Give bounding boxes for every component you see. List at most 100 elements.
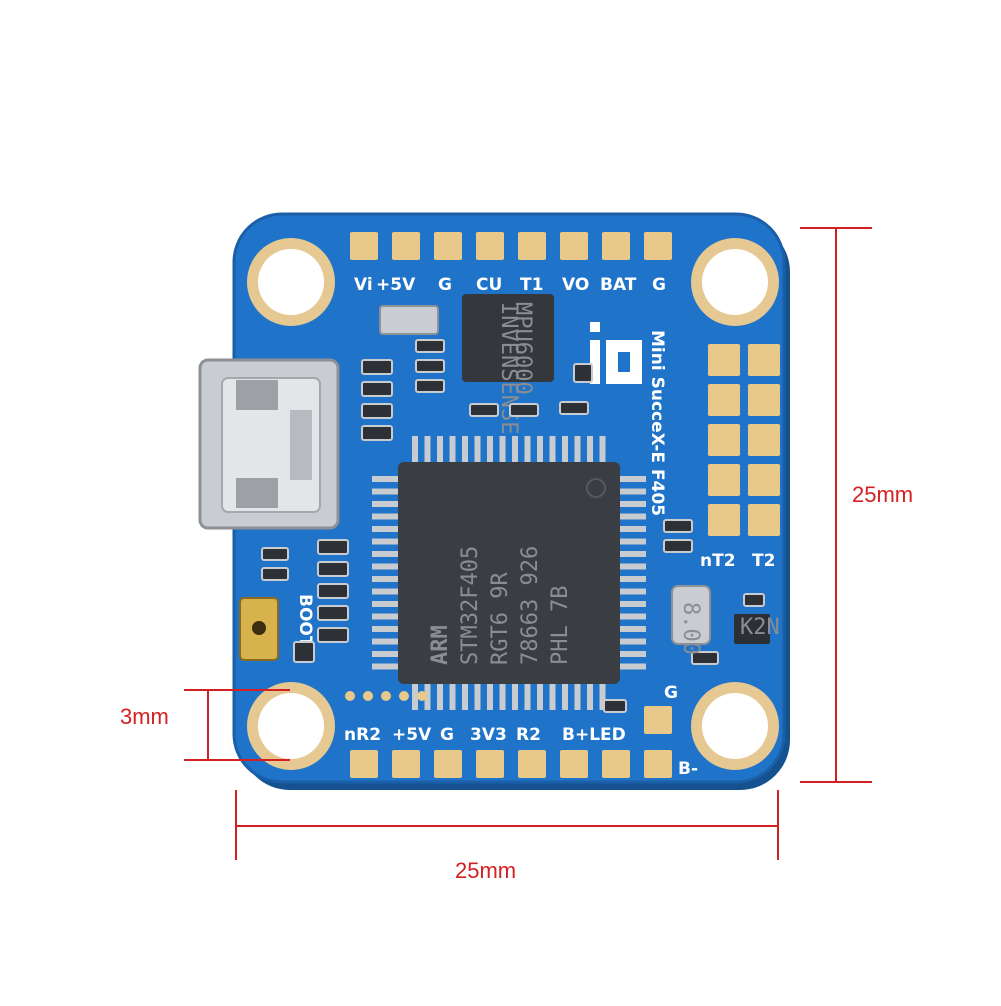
top-pad: [560, 232, 588, 260]
right-solder-pads: [708, 344, 780, 536]
bottom-pad: [476, 750, 504, 778]
mcu-pin: [512, 682, 518, 710]
top-label: G: [652, 275, 666, 295]
mcu-pin: [487, 682, 493, 710]
smd-components: [261, 339, 765, 713]
mcu-pin: [549, 682, 556, 710]
mcu-pin: [499, 682, 506, 710]
smd-part: [559, 401, 589, 415]
top-label: Vi: [354, 275, 373, 295]
mcu-pin: [562, 436, 568, 464]
right-pad: [748, 504, 780, 536]
right-pad: [708, 384, 740, 416]
ground-pad: [644, 706, 672, 734]
mcu-pin: [372, 601, 400, 607]
mcu-pin: [424, 682, 431, 710]
transistor: [734, 614, 770, 644]
smd-part: [317, 583, 349, 599]
smd-part: [415, 379, 445, 393]
mcu-pin: [618, 526, 646, 532]
gyro-chip: [462, 294, 554, 382]
test-pad: [381, 691, 391, 701]
gyro-marking-line: MPU6000: [510, 302, 535, 395]
mcu-marking-line: 78663 926: [518, 546, 543, 665]
label-g-corner: G: [664, 683, 678, 703]
right-pad: [748, 384, 780, 416]
bottom-label: G: [440, 725, 454, 745]
mcu-pin: [412, 436, 418, 464]
smd-part: [691, 651, 719, 665]
smd-part: [317, 605, 349, 621]
top-pad: [476, 232, 504, 260]
smd-part: [261, 547, 289, 561]
test-pad: [417, 691, 427, 701]
mcu-pin: [618, 626, 646, 632]
smd-part: [743, 593, 765, 607]
mcu-pin: [372, 476, 400, 482]
top-pad: [350, 232, 378, 260]
mcu-pin: [599, 682, 606, 710]
right-pad: [708, 344, 740, 376]
mcu-pin: [372, 663, 400, 670]
mcu-marking-line: RGT6 9R: [488, 572, 513, 665]
bottom-label: 3V3: [470, 725, 507, 745]
transistor-label: K2N: [740, 615, 780, 640]
bottom-label: B+LED: [562, 725, 626, 745]
mcu-pin: [587, 436, 593, 464]
mcu-pin: [372, 563, 400, 570]
test-pad: [345, 691, 355, 701]
usb-connector: [198, 358, 340, 530]
mcu-pin: [424, 436, 431, 464]
width-dimension-label: 25mm: [455, 858, 517, 883]
board-name-label: Mini SucceX-E F405: [647, 330, 667, 516]
mcu-marking-line: PHL 7B: [548, 586, 573, 665]
mcu-pin: [574, 682, 581, 710]
top-pad: [518, 232, 546, 260]
top-label: +5V: [376, 275, 416, 295]
mcu-chip: [372, 436, 646, 710]
mcu-pin: [618, 476, 646, 482]
smd-part: [361, 381, 393, 397]
mcu-pin: [412, 682, 418, 710]
mcu-pin: [618, 576, 646, 582]
label-nt2: nT2: [700, 551, 736, 571]
mcu-pin: [372, 501, 400, 507]
right-pad: [748, 344, 780, 376]
mcu-pin: [549, 436, 556, 464]
label-t2: T2: [752, 551, 775, 571]
bottom-pad: [602, 750, 630, 778]
mcu-pin: [618, 601, 646, 607]
mcu-pin: [499, 436, 506, 464]
mcu-pin: [618, 488, 646, 495]
bottom-label: R2: [516, 725, 541, 745]
mcu-pin: [574, 436, 581, 464]
smd-part: [509, 403, 539, 417]
smd-part: [603, 699, 627, 713]
mcu-pin: [372, 513, 400, 520]
mcu-pin: [487, 436, 493, 464]
mcu-pin: [437, 682, 443, 710]
bottom-solder-pads: [350, 706, 672, 778]
smd-part: [663, 539, 693, 553]
top-pad: [644, 232, 672, 260]
dimension-lines: [184, 227, 872, 860]
mcu-pin: [372, 538, 400, 545]
mcu-pin: [372, 651, 400, 657]
mcu-pin: [524, 682, 531, 710]
smd-part: [317, 627, 349, 643]
smd-part: [317, 561, 349, 577]
top-pad: [434, 232, 462, 260]
smd-part: [361, 359, 393, 375]
mcu-pin: [618, 501, 646, 507]
smd-part: [293, 641, 315, 663]
smd-part: [573, 363, 593, 383]
top-label: BAT: [600, 275, 637, 295]
mounting-holes: [247, 238, 779, 770]
top-label: VO: [562, 275, 589, 295]
mcu-pin: [618, 563, 646, 570]
logo: [590, 322, 642, 384]
top-pad: [392, 232, 420, 260]
bottom-pad: [560, 750, 588, 778]
